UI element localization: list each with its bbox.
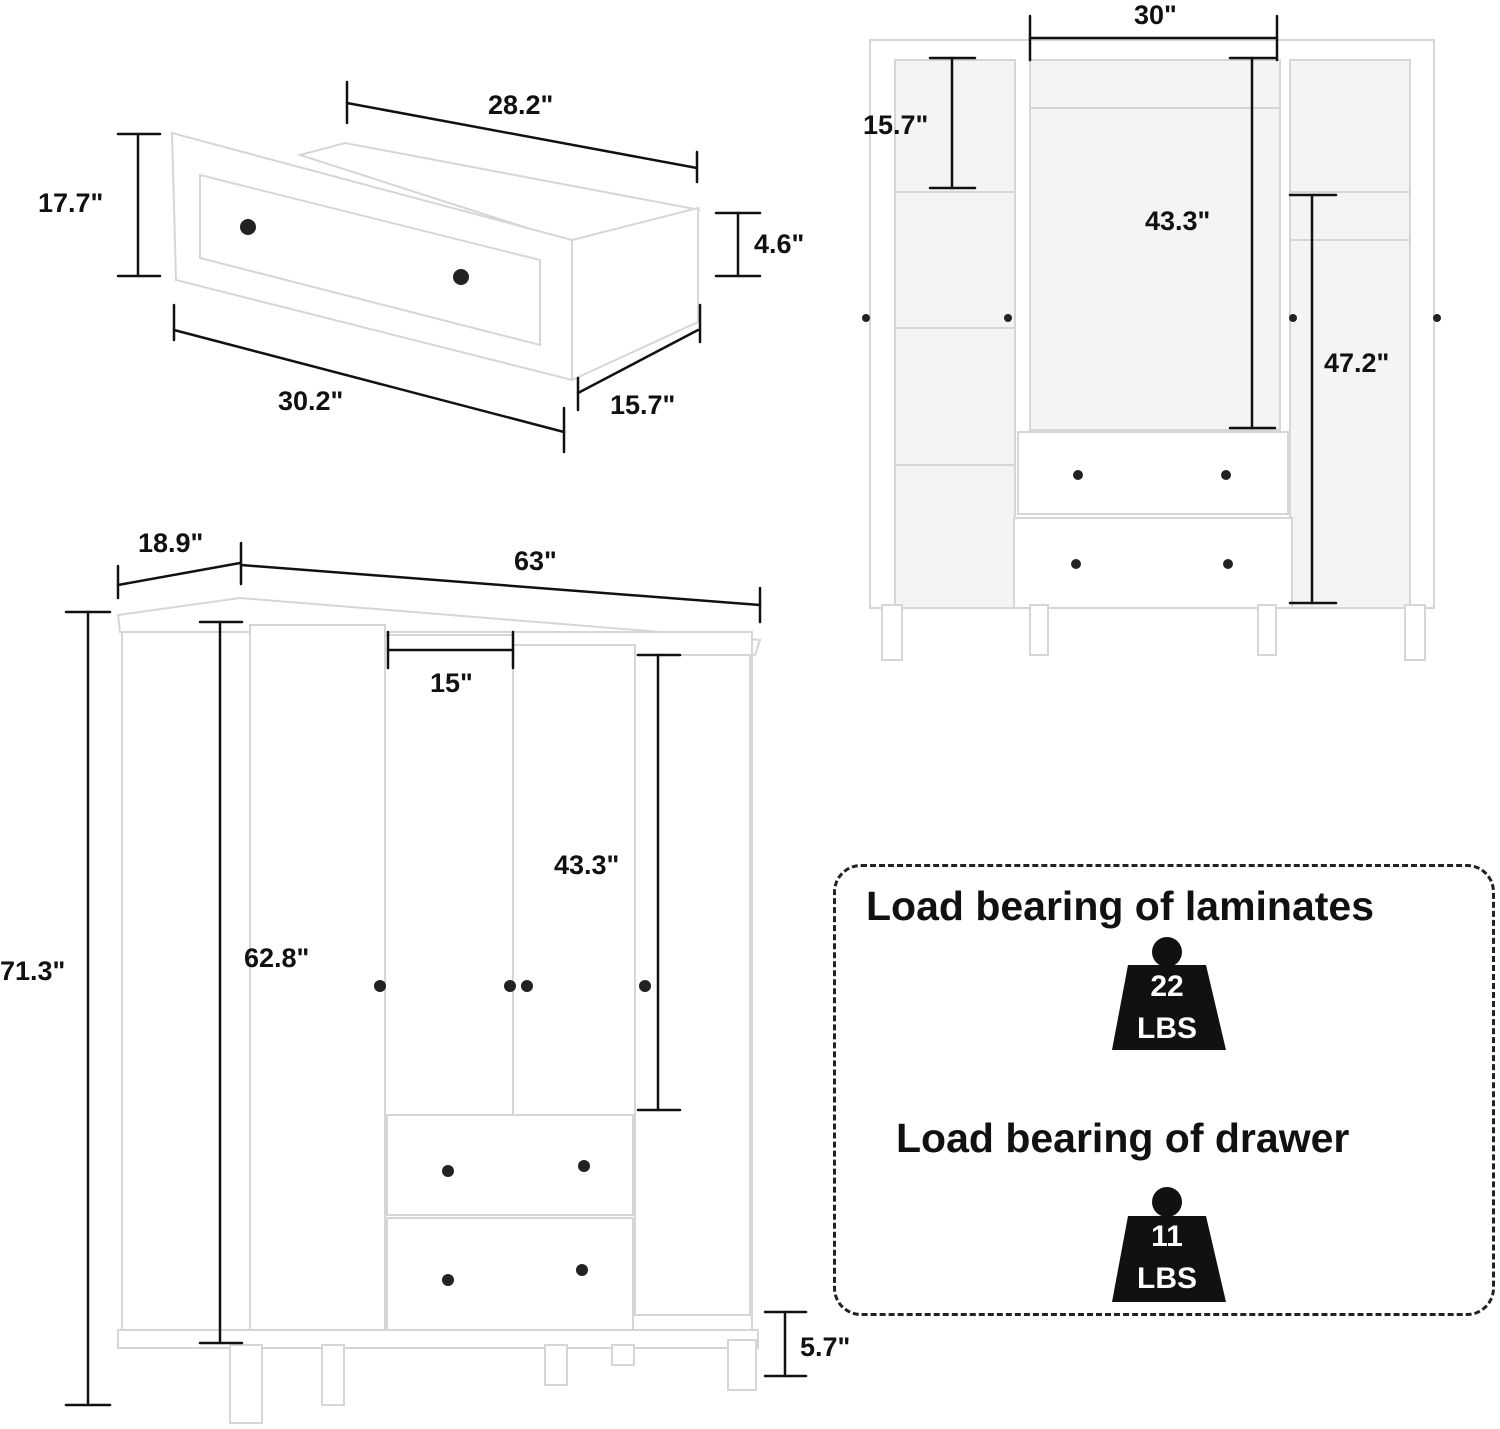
drawer-dimension-lines (116, 80, 762, 454)
open-wardrobe-dimension-lines (928, 14, 1338, 605)
width-label: 63" (514, 546, 557, 576)
drawer-illustration (170, 131, 701, 382)
total-height-label: 71.3" (0, 956, 66, 986)
load-bearing-box (833, 864, 1495, 1316)
rod-width-label: 30" (1134, 0, 1177, 30)
drawer-width-label: 30.2" (278, 386, 344, 416)
front-wardrobe-illustration (116, 596, 762, 1424)
hanging-height-center-label: 43.3" (1145, 206, 1211, 236)
drawer-depth-top-label: 28.2" (488, 90, 554, 120)
drawer-load-title: Load bearing of drawer (896, 1115, 1350, 1161)
weight-icon-drawer (1112, 1187, 1226, 1302)
drawer-depth-label: 15.7" (610, 390, 676, 420)
laminates-load-value: 22 (1150, 970, 1184, 1003)
drawer-load-value: 11 (1151, 1220, 1183, 1253)
open-wardrobe-illustration (862, 39, 1441, 661)
drawer-load-unit: LBS (1137, 1262, 1197, 1295)
laminates-load-unit: LBS (1137, 1012, 1197, 1045)
drawer-height-label: 17.7" (38, 188, 104, 218)
door-width-label: 15" (430, 668, 473, 698)
hanging-height-right-label: 47.2" (1324, 348, 1390, 378)
drawer-side-height-label: 4.6" (754, 229, 805, 259)
leg-height-label: 5.7" (800, 1332, 851, 1362)
shelf-height-label: 15.7" (863, 110, 929, 140)
laminates-load-title: Load bearing of laminates (866, 883, 1375, 929)
front-wardrobe-dimension-lines (64, 541, 808, 1407)
weight-icon-laminates (1112, 937, 1226, 1050)
depth-label: 18.9" (138, 528, 204, 558)
hanging-height-label: 43.3" (554, 850, 620, 880)
inner-height-label: 62.8" (244, 943, 310, 973)
